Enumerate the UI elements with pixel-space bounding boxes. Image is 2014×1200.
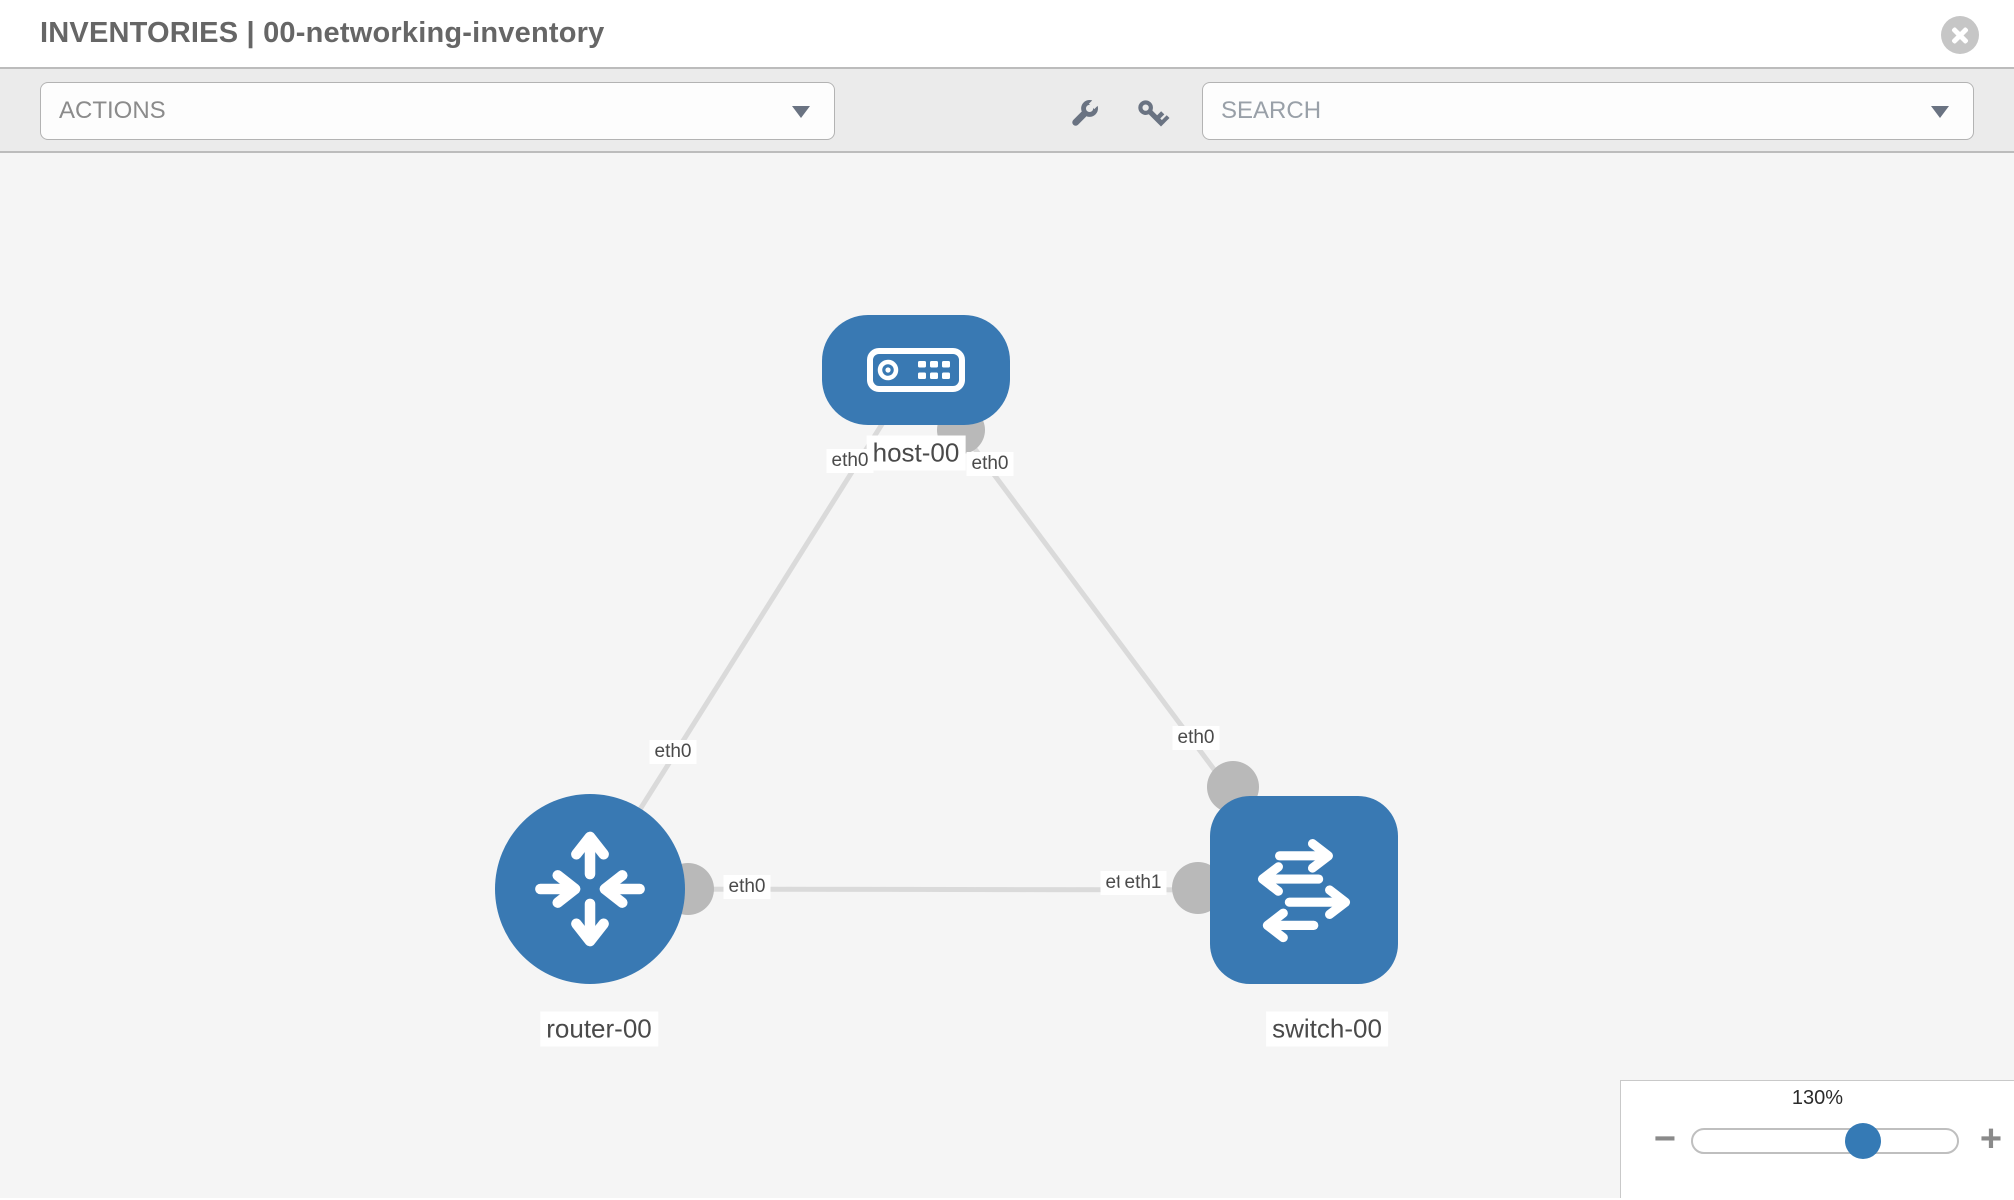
interface-label-router-eth0-to-switch: eth0: [723, 875, 771, 899]
chevron-down-icon: [792, 106, 810, 118]
node-router-00[interactable]: [495, 794, 685, 984]
toolbar: ACTIONS: [0, 69, 2014, 153]
zoom-slider-thumb[interactable]: [1845, 1123, 1881, 1159]
interface-label-host-eth0-to-switch: eth0: [966, 452, 1014, 476]
router-icon: [535, 831, 645, 947]
node-switch-00[interactable]: [1210, 796, 1398, 984]
zoom-out-icon[interactable]: −: [1653, 1118, 1677, 1160]
interface-label-switch-eth0-to-host: eth0: [1172, 726, 1220, 750]
zoom-slider[interactable]: [1691, 1123, 1959, 1159]
host-icon: [867, 348, 965, 392]
zoom-in-icon[interactable]: +: [1979, 1118, 2003, 1160]
topology-canvas[interactable]: host-00 router-00 switch-00 eth0 eth0 et…: [0, 153, 2014, 1198]
search-input[interactable]: [1203, 83, 1973, 139]
node-label-switch: switch-00: [1266, 1011, 1388, 1047]
zoom-level-value: 130%: [1791, 1087, 1844, 1109]
key-icon[interactable]: [1134, 96, 1170, 132]
node-label-router: router-00: [540, 1011, 658, 1047]
close-icon[interactable]: [1941, 16, 1979, 54]
chevron-down-icon: [1931, 106, 1949, 118]
interface-label-switch-eth1: eth1: [1119, 871, 1167, 895]
breadcrumb-header: INVENTORIES | 00-networking-inventory: [0, 0, 2014, 69]
actions-dropdown-label: ACTIONS: [59, 97, 166, 124]
page-title: INVENTORIES | 00-networking-inventory: [40, 17, 605, 49]
topology-links-layer: [587, 368, 1307, 915]
interface-label-host-eth0-to-router: eth0: [826, 449, 874, 473]
wrench-icon[interactable]: [1066, 96, 1102, 132]
interface-label-router-eth0-to-host: eth0: [649, 740, 697, 764]
zoom-control-panel: 130% − +: [1620, 1080, 2014, 1198]
search-dropdown[interactable]: [1202, 82, 1974, 140]
switch-icon: [1257, 839, 1351, 943]
node-label-host: host-00: [866, 435, 966, 471]
node-host-00[interactable]: [822, 315, 1010, 425]
actions-dropdown[interactable]: ACTIONS: [40, 82, 835, 140]
